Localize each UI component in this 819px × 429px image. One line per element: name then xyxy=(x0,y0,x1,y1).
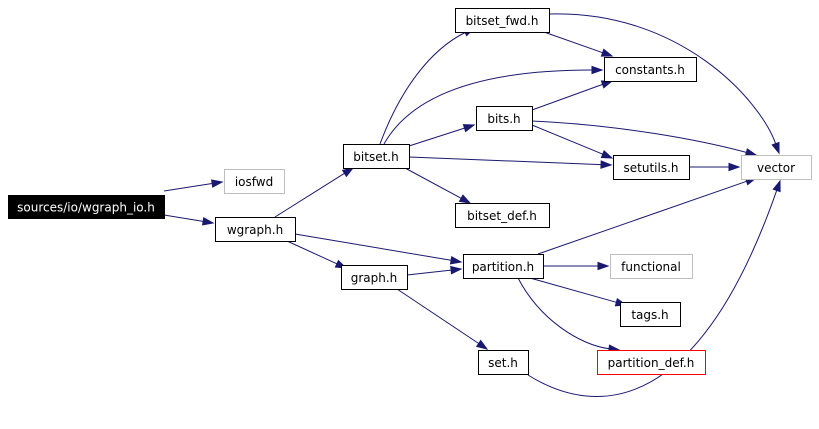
node-label: set.h xyxy=(488,356,518,370)
arrowhead-icon xyxy=(341,167,355,178)
edge-bitset-fwd-to-vector xyxy=(548,13,780,155)
arrowhead-icon xyxy=(597,261,610,271)
node-label: bitset.h xyxy=(353,150,398,164)
edge-wgraph-io-to-iosfwd xyxy=(163,179,224,192)
edge-setutils-to-vector xyxy=(689,162,741,172)
edges-layer xyxy=(163,13,781,397)
edge-graph-to-partition xyxy=(406,265,463,276)
arrowhead-icon xyxy=(449,256,463,265)
edge-line xyxy=(379,32,466,145)
node-label: functional xyxy=(621,260,681,274)
arrowhead-icon xyxy=(600,48,614,57)
node-partition-h[interactable]: partition.h xyxy=(463,254,544,279)
node-label: bitset_fwd.h xyxy=(466,14,539,28)
edge-line xyxy=(548,13,777,144)
node-constants-h[interactable]: constants.h xyxy=(604,57,697,82)
edge-bits-to-setutils xyxy=(531,124,614,159)
node-label: tags.h xyxy=(631,308,668,322)
edge-line xyxy=(531,83,603,111)
node-wgraph-io-h[interactable]: sources/io/wgraph_io.h xyxy=(8,195,165,219)
edge-partition-to-tags xyxy=(529,277,628,307)
node-label: iosfwd xyxy=(235,175,273,189)
edge-line xyxy=(274,172,345,218)
edge-bitset-to-bitset-fwd xyxy=(379,27,476,145)
node-label: bitset_def.h xyxy=(467,209,537,223)
edge-wgraph-io-to-wgraph xyxy=(163,214,215,226)
node-label: partition.h xyxy=(472,260,534,274)
node-label: graph.h xyxy=(351,271,398,285)
node-label: sources/io/wgraph_io.h xyxy=(17,201,155,215)
edge-partition-to-vector xyxy=(537,177,758,255)
edge-line xyxy=(531,124,603,155)
arrowhead-icon xyxy=(210,179,224,188)
edge-line xyxy=(517,277,610,350)
edge-line xyxy=(537,180,747,255)
edge-bitset-to-constants xyxy=(383,65,604,145)
arrowhead-icon xyxy=(462,124,476,133)
arrowhead-icon xyxy=(600,150,614,159)
arrowhead-icon xyxy=(772,179,781,193)
edge-line xyxy=(408,127,465,147)
edge-line xyxy=(404,167,462,199)
node-bitset-fwd-h[interactable]: bitset_fwd.h xyxy=(455,8,550,33)
node-label: wgraph.h xyxy=(227,223,283,237)
node-bits-h[interactable]: bits.h xyxy=(476,106,533,131)
arrowhead-icon xyxy=(475,339,489,350)
edge-bitset-to-setutils xyxy=(408,156,613,169)
edge-partition-to-functional xyxy=(543,261,610,271)
arrowhead-icon xyxy=(728,162,741,172)
node-vector[interactable]: vector xyxy=(741,155,812,180)
arrowhead-icon xyxy=(600,80,614,89)
edge-line xyxy=(163,183,213,192)
edge-line xyxy=(383,69,593,145)
edge-line xyxy=(408,156,602,166)
arrowhead-icon xyxy=(771,141,780,155)
arrowhead-icon xyxy=(450,265,463,275)
edge-graph-to-set xyxy=(396,288,489,350)
edge-bitset-fwd-to-constants xyxy=(543,31,614,57)
nodes-layer: sources/io/wgraph_io.h iosfwd wgraph.h b… xyxy=(8,8,812,375)
edge-line xyxy=(543,31,603,54)
edge-line xyxy=(163,214,204,222)
node-wgraph-h[interactable]: wgraph.h xyxy=(215,217,296,242)
arrowhead-icon xyxy=(744,148,758,157)
edge-bitset-to-bitset-def xyxy=(404,167,472,204)
edge-wgraph-to-graph xyxy=(286,240,348,269)
node-functional[interactable]: functional xyxy=(610,254,693,279)
arrowhead-icon xyxy=(600,160,613,169)
node-partition-def-h[interactable]: partition_def.h xyxy=(597,350,706,375)
node-set-h[interactable]: set.h xyxy=(478,350,529,375)
edge-wgraph-to-partition xyxy=(294,233,463,265)
edge-line xyxy=(406,269,452,276)
edge-set-to-vector xyxy=(527,179,781,397)
node-setutils-h[interactable]: setutils.h xyxy=(613,155,690,180)
arrowhead-icon xyxy=(591,65,604,75)
arrowhead-icon xyxy=(201,217,215,226)
node-label: bits.h xyxy=(487,112,520,126)
node-iosfwd[interactable]: iosfwd xyxy=(224,169,285,194)
node-graph-h[interactable]: graph.h xyxy=(341,265,408,290)
edge-line xyxy=(529,277,617,303)
edge-line xyxy=(294,233,452,261)
edge-line xyxy=(396,288,479,344)
edge-wgraph-to-bitset xyxy=(274,167,355,218)
edge-line xyxy=(286,240,338,265)
node-bitset-h[interactable]: bitset.h xyxy=(343,144,410,169)
node-bitset-def-h[interactable]: bitset_def.h xyxy=(455,203,550,228)
edge-bits-to-constants xyxy=(531,80,614,111)
edge-line xyxy=(527,190,778,397)
edge-bitset-to-bits xyxy=(408,124,476,147)
arrowhead-icon xyxy=(458,194,472,204)
node-label: partition_def.h xyxy=(608,356,695,370)
node-label: setutils.h xyxy=(624,161,679,175)
edge-line xyxy=(531,120,747,153)
node-tags-h[interactable]: tags.h xyxy=(620,302,681,327)
node-label: constants.h xyxy=(615,63,685,77)
node-label: vector xyxy=(757,161,795,175)
